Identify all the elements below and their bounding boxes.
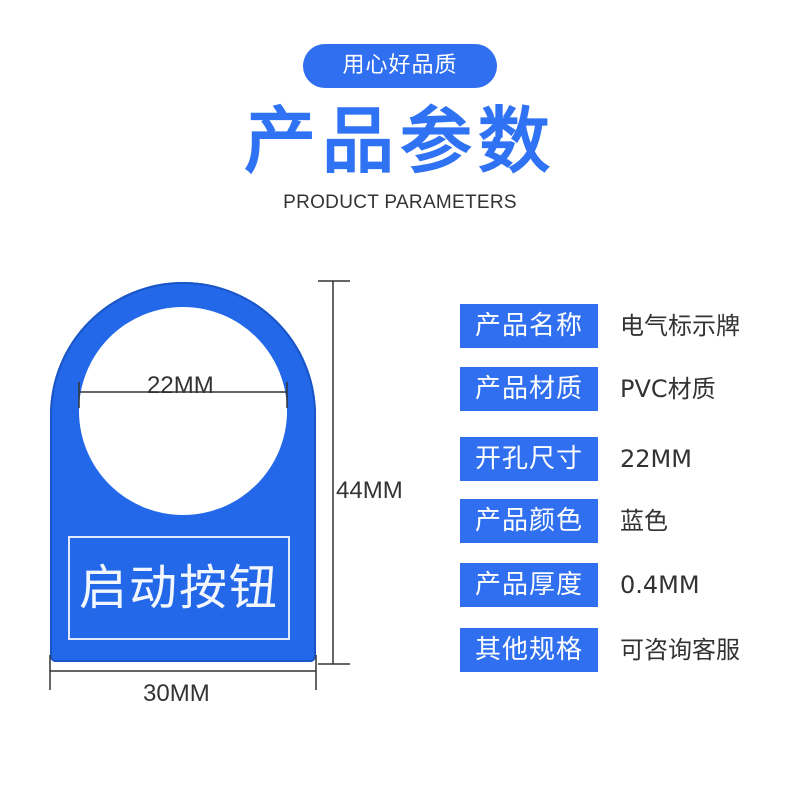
param-value: 22MM (620, 445, 692, 473)
tag-label-text: 启动按钮 (78, 560, 279, 616)
param-label: 产品厚度 (460, 563, 598, 607)
param-value: 电气标示牌 (620, 312, 740, 340)
width-label: 30MM (143, 680, 210, 707)
param-label: 其他规格 (460, 628, 598, 672)
param-value: 可咨询客服 (620, 636, 740, 664)
param-label: 产品名称 (460, 304, 598, 348)
param-value: 0.4MM (620, 571, 700, 599)
hole-diameter-label: 22MM (147, 372, 214, 399)
tag-label-box: 启动按钮 (68, 536, 290, 640)
param-value: 蓝色 (620, 507, 668, 535)
tag-hole (79, 307, 287, 515)
param-label: 产品颜色 (460, 499, 598, 543)
label-tag-illustration: 启动按钮 (50, 282, 316, 662)
height-label: 44MM (336, 477, 403, 504)
param-label: 产品材质 (460, 367, 598, 411)
param-label: 开孔尺寸 (460, 437, 598, 481)
slogan-pill: 用心好品质 (303, 44, 497, 88)
param-value: PVC材质 (620, 375, 716, 403)
page-subtitle: PRODUCT PARAMETERS (283, 192, 517, 213)
page-title: 产品参数 (243, 99, 556, 183)
